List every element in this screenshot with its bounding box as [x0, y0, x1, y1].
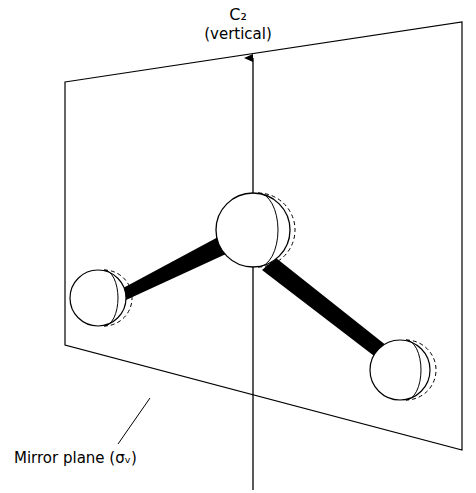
bond-wedge: [112, 236, 226, 300]
axis-label: (vertical): [204, 26, 272, 43]
mirror-plane: [65, 22, 462, 450]
hydrogen-atom: [370, 340, 436, 400]
hydrogen-atom: [70, 270, 132, 326]
oxygen-atom: [216, 193, 295, 267]
leader-line: [118, 398, 150, 444]
axis-label: C₂: [229, 6, 247, 24]
c2-axis: [252, 58, 253, 490]
plane-label: Mirror plane (σᵥ): [14, 450, 137, 467]
bond-wedge: [262, 258, 392, 362]
